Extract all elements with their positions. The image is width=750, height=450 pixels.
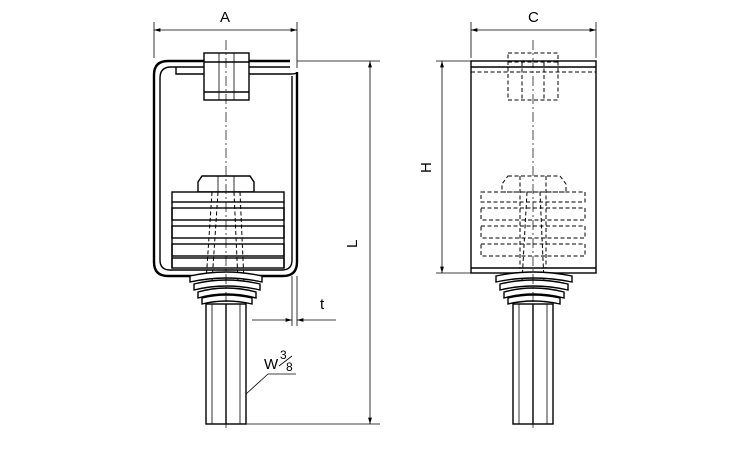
dimension-H bbox=[436, 60, 471, 274]
label-C: C bbox=[528, 9, 539, 26]
thread-numerator: 3 bbox=[280, 348, 287, 362]
dimension-L bbox=[246, 60, 380, 425]
label-A: A bbox=[220, 9, 230, 26]
dimension-A bbox=[153, 22, 298, 68]
side-body bbox=[470, 60, 597, 274]
threaded-rod-hidden bbox=[205, 191, 245, 283]
thread-label: W bbox=[264, 356, 279, 373]
side-view: C H bbox=[418, 9, 597, 430]
clip-frame-lip bbox=[175, 67, 298, 75]
thread-callout bbox=[245, 373, 296, 395]
thread-fraction-bar bbox=[278, 355, 293, 367]
label-H: H bbox=[418, 162, 435, 173]
side-spring-coils bbox=[495, 271, 573, 305]
clip-frame-outer bbox=[152, 59, 299, 278]
thread-denominator: 8 bbox=[286, 360, 293, 374]
front-view: A L t W 3 8 bbox=[152, 9, 380, 430]
dimension-C bbox=[470, 22, 597, 58]
top-nut bbox=[203, 52, 250, 101]
label-t: t bbox=[320, 296, 325, 313]
clip-frame-inner bbox=[159, 66, 293, 271]
thread-prefix: W bbox=[264, 356, 279, 373]
plate-stack bbox=[171, 191, 285, 269]
label-L: L bbox=[344, 240, 361, 248]
dimension-t bbox=[252, 276, 336, 326]
side-top-nut-hidden bbox=[507, 52, 559, 101]
